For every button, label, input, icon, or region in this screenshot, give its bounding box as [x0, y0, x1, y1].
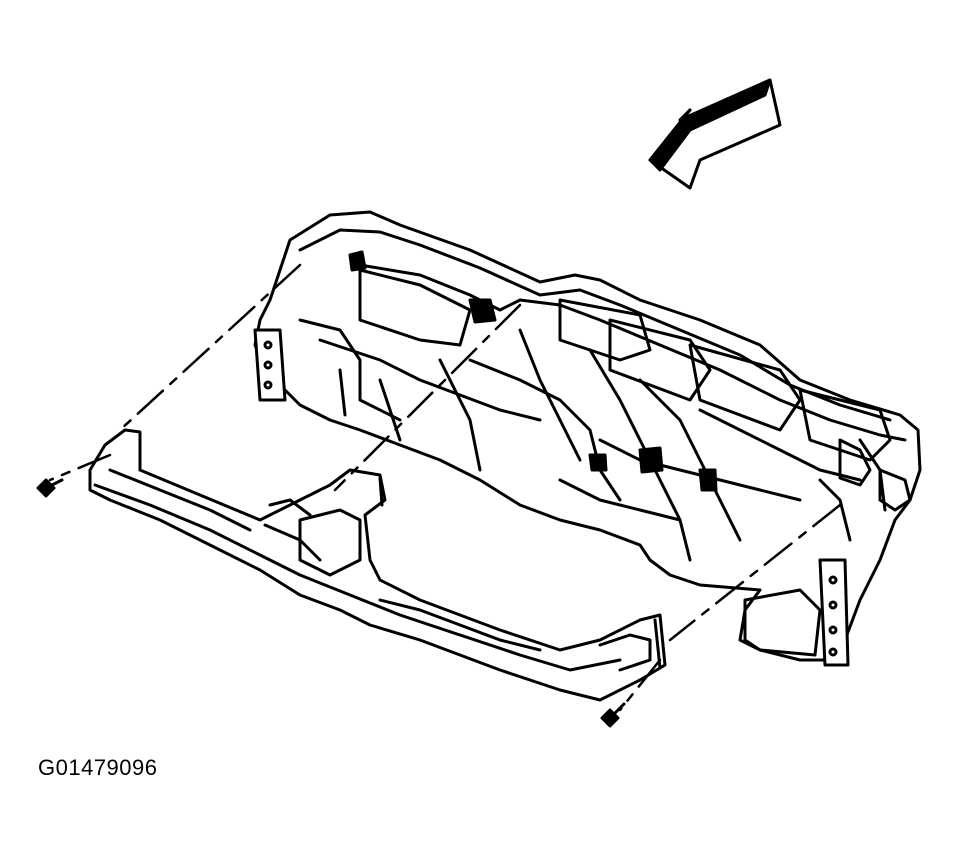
bolt-icon — [36, 478, 64, 498]
direction-arrow-icon — [648, 78, 782, 190]
bolt-icon — [600, 702, 626, 728]
lower-duct-assembly — [88, 428, 667, 702]
alignment-lines — [48, 263, 842, 712]
instrument-panel-carrier — [253, 210, 922, 667]
figure-id-label: G01479096 — [38, 755, 158, 780]
